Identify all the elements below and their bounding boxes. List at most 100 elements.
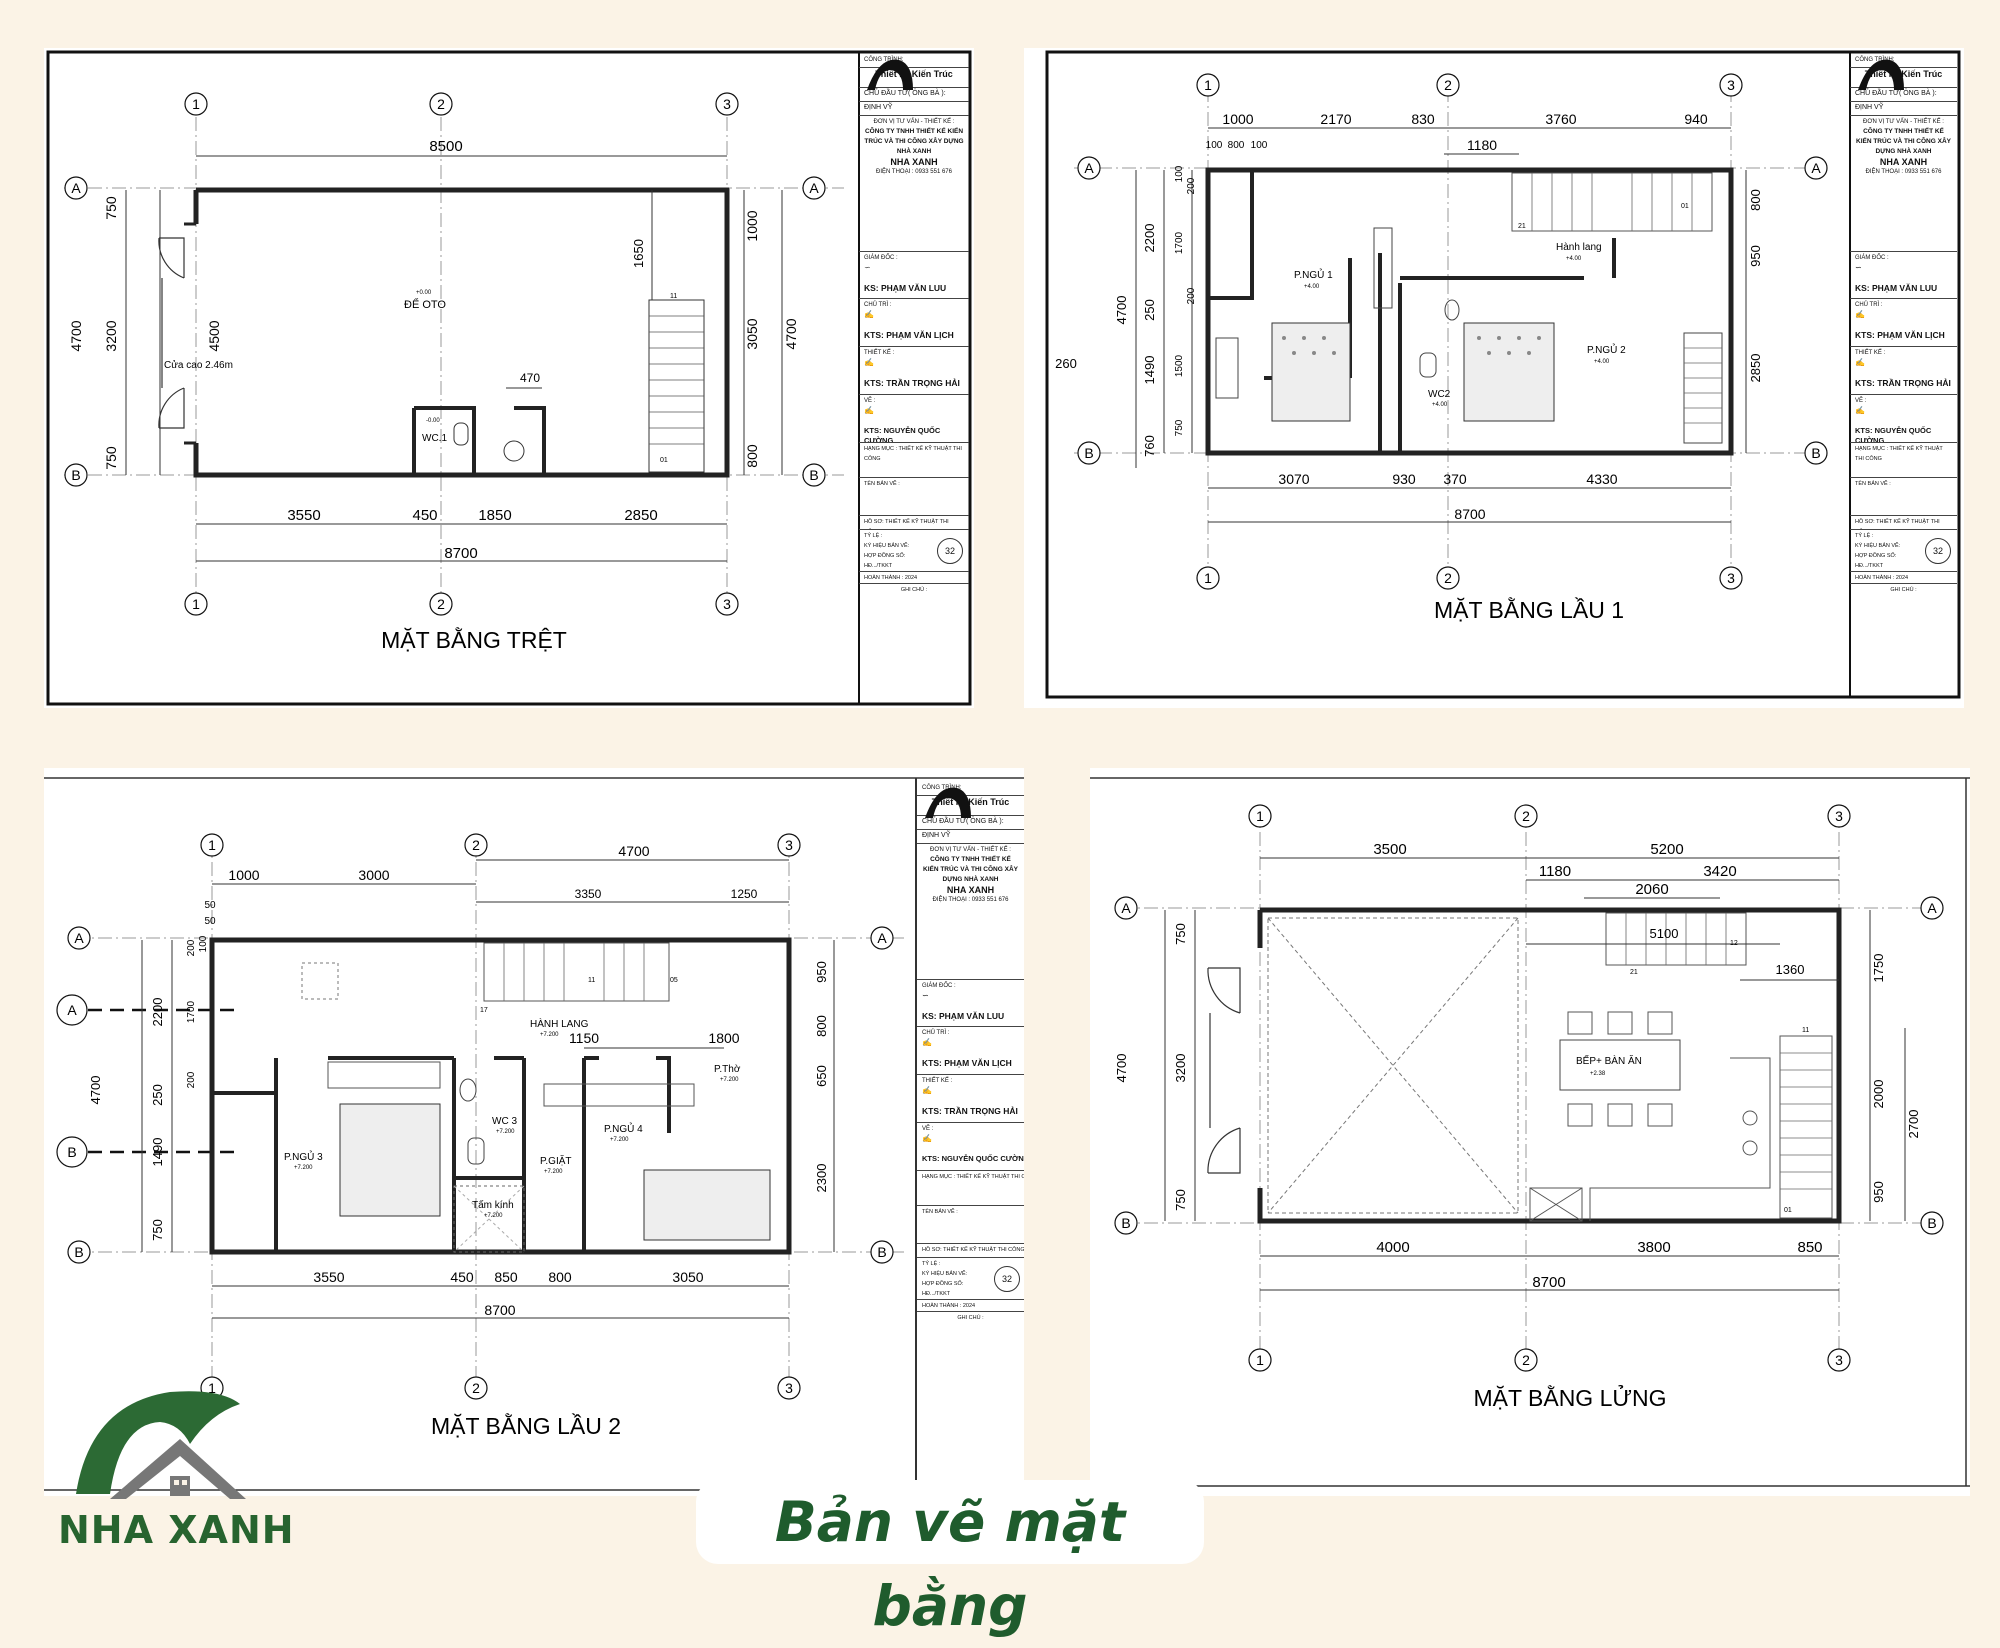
dim-text: 1490: [150, 1138, 165, 1167]
sheet-lung: 1 2 3 1 2 3 A B A B 12 21 5100 1360 11 0…: [1090, 768, 1970, 1496]
level-mark: +4.00: [1304, 284, 1320, 290]
dim-text: 800: [548, 1269, 572, 1285]
dim-text: 4700: [783, 318, 799, 349]
dim-text: 2850: [624, 507, 657, 524]
stair-number: 01: [660, 457, 668, 464]
grid-label: A: [74, 930, 84, 946]
tb-project: Thiết kế Kiến Trúc: [859, 68, 969, 88]
dim-text: 1650: [631, 239, 646, 268]
grid-label: 1: [208, 1380, 216, 1396]
plan-title: MẶT BẰNG LẦU 1: [1434, 596, 1624, 623]
dim-text: 1800: [708, 1030, 739, 1046]
stair-number: 05: [670, 977, 678, 984]
stair-number: 21: [1630, 969, 1638, 976]
dim-text: 950: [1748, 245, 1763, 267]
dim-text: 200: [1186, 287, 1197, 304]
dim-text: 4700: [68, 320, 84, 351]
dim-text: 930: [1392, 471, 1416, 487]
level-mark: +7.200: [610, 1137, 629, 1143]
signature-icon: ∽: [1855, 263, 1862, 272]
dim-text: 1500: [1174, 354, 1185, 377]
tb-company-block: ĐƠN VỊ TƯ VẤN - THIẾT KẾ : CÔNG TY TNHH …: [859, 59, 969, 252]
dim-text: 100: [1174, 165, 1185, 182]
dim-text: 200: [186, 939, 197, 956]
dim-text: 260: [1055, 356, 1077, 371]
section-marker: B: [67, 1144, 76, 1160]
tb-lead: CHỦ TRÌ :✍KTS: PHẠM VĂN LỊCH: [1850, 299, 1957, 347]
grid-label: 3: [1835, 1352, 1843, 1368]
room-label: P.NGỦ 1: [1294, 268, 1333, 281]
dim-text: 4330: [1586, 471, 1617, 487]
section-marker: A: [67, 1002, 77, 1018]
tb-label: ĐƠN VỊ TƯ VẤN - THIẾT KẾ :: [873, 119, 955, 125]
brand-name: NHA XANH: [58, 1508, 295, 1552]
dim-text: 1150: [569, 1030, 599, 1046]
dim-text: 250: [150, 1084, 165, 1106]
dim-text: 370: [1443, 471, 1467, 487]
level-mark: +4.00: [1594, 359, 1610, 365]
grid-label: 1: [1204, 77, 1212, 93]
dim-text: 750: [1174, 419, 1185, 436]
stair-number: 11: [670, 293, 677, 300]
dim-text: 450: [450, 1269, 474, 1285]
plan-lung-drawing: 1 2 3 1 2 3 A B A B 12 21 5100 1360 11 0…: [1090, 777, 1970, 1487]
tb-phone: ĐIỆN THOẠI : 0933 551 676: [876, 169, 952, 175]
outer-wall: [193, 187, 730, 478]
title-block: CÔNG TRÌNH: Thiết kế Kiến Trúc CHỦ ĐẦU T…: [917, 782, 1024, 1372]
dim-text: 750: [103, 446, 119, 470]
dim-text: 250: [1142, 299, 1157, 321]
grid-label: 2: [1444, 570, 1452, 586]
room-label: P.Thờ: [714, 1064, 741, 1075]
sheet-number: 32: [1925, 538, 1951, 564]
tb-director: GIÁM ĐỐC :∽KS: PHẠM VĂN LUU: [1850, 252, 1957, 299]
signature-icon: ✍: [864, 310, 874, 319]
tb-label: CÔNG TRÌNH:: [859, 54, 969, 68]
tb-notes: GHI CHÚ :: [900, 587, 928, 593]
room-label: Tấm kính: [472, 1199, 514, 1211]
signature-icon: ✍: [864, 358, 874, 367]
dim-text: 3760: [1545, 111, 1576, 127]
stair-number: 17: [480, 1007, 488, 1014]
grid-label: B: [1084, 445, 1093, 461]
room-label: P.GIẶT: [540, 1154, 572, 1167]
dim-text: 950: [814, 961, 829, 983]
sheet-lau1: 1 2 3 1 2 3 A B A B 21 01 P.NGỦ 1: [1024, 48, 1964, 708]
dim-text: 800: [744, 444, 760, 468]
sheet-tret: 1 2 3 1 2 3 A B A B Cửa cao 2.46m WC.1 -…: [44, 48, 974, 708]
dim-text: 4700: [618, 843, 649, 859]
dim-text: 450: [412, 507, 437, 524]
grid-label: B: [1121, 1215, 1130, 1231]
signature-icon: ✍: [864, 406, 874, 415]
dim-text: 2170: [1320, 111, 1351, 127]
dim-text: 200: [1186, 177, 1197, 194]
dim-text: 1360: [1776, 962, 1805, 977]
tb-logo-text: NHA XANH: [890, 157, 938, 167]
tb-director: GIÁM ĐỐC :∽KS: PHẠM VĂN LUU: [859, 252, 969, 299]
signature-icon: ✍: [1855, 406, 1865, 415]
tb-label: CHỦ ĐẦU TƯ( ÔNG BÀ ):: [859, 88, 969, 102]
signature-icon: ∽: [922, 991, 929, 1000]
dim-text: 5200: [1650, 841, 1683, 858]
title-block: CÔNG TRÌNH: Thiết kế Kiến Trúc CHỦ ĐẦU T…: [859, 54, 969, 644]
room-label-wc1: WC.1: [422, 433, 447, 444]
signature-icon: ✍: [1855, 310, 1865, 319]
tb-complete: HOÀN THÀNH : 2024: [859, 572, 969, 584]
dim-text: 3050: [744, 318, 760, 349]
dim-text: 8700: [1532, 1274, 1565, 1291]
plan-title: MẶT BẰNG TRỆT: [381, 626, 567, 653]
dim-text: 950: [1871, 1181, 1886, 1203]
nha-xanh-roof-leaf-icon: [76, 1391, 246, 1499]
tb-scale-block: TỶ LỆ :KÝ HIỆU BẢN VẼ:HỢP ĐỒNG SỐ:HĐ.../…: [859, 530, 969, 572]
dim-text: 2700: [1906, 1110, 1921, 1139]
tb-company-block: ĐƠN VỊ TƯ VẤN - THIẾT KẾ : CÔNG TY TNHH …: [917, 787, 1024, 980]
grid-label: A: [1084, 160, 1094, 176]
grid-label: A: [71, 180, 81, 196]
grid-label: 2: [1522, 1352, 1530, 1368]
signature-icon: ✍: [922, 1134, 932, 1143]
dim-text: 750: [1173, 1189, 1188, 1211]
grid-label: 1: [1256, 1352, 1264, 1368]
grid-label: B: [71, 467, 80, 483]
plan-tret-drawing: 1 2 3 1 2 3 A B A B Cửa cao 2.46m WC.1 -…: [46, 50, 972, 706]
grid-label: A: [1927, 900, 1937, 916]
